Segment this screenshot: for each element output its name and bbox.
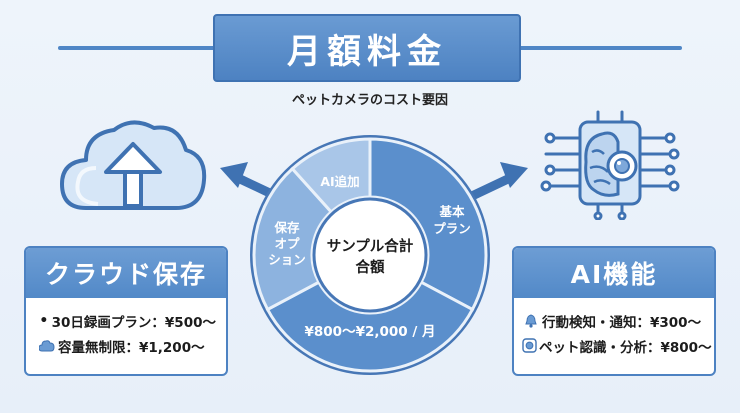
cloud-upload-icon — [60, 120, 207, 210]
center-label-line1: サンプル合計 — [327, 237, 414, 255]
ai-chip-icon — [540, 110, 680, 220]
ai-feature-panel: AI機能 行動検知・通知：¥300〜 ペット認識・分析：¥800〜 — [512, 246, 716, 376]
segment-label-basic-plan-line1: 基本 — [438, 204, 465, 219]
list-item: • 30日録画プラン：¥500〜 — [38, 308, 216, 333]
segment-ai-addon — [290, 137, 372, 215]
title-rule-left — [58, 46, 218, 50]
title-rule-right — [516, 46, 682, 50]
segment-label-basic-plan-line2: プラン — [433, 221, 471, 236]
cloud-plan-30day: 30日録画プラン：¥500〜 — [51, 314, 216, 331]
segment-label-storage-option-line2: オプ — [274, 236, 300, 251]
segment-label-price-range-line1: ¥800〜¥2,000 / 月 — [305, 324, 436, 340]
list-item: 行動検知・通知：¥300〜 — [522, 308, 704, 333]
cloud-storage-panel: クラウド保存 • 30日録画プラン：¥500〜 容量無制限：¥1,200〜 — [24, 246, 228, 376]
ai-feature-title: AI機能 — [514, 248, 714, 298]
arrow-to-ai-icon — [468, 162, 528, 201]
camera-scan-icon — [522, 338, 537, 353]
segment-price-range — [265, 280, 475, 373]
subtitle: ペットカメラのコスト要因 — [291, 93, 448, 108]
segment-storage-option — [252, 166, 334, 312]
ai-detect-notify: 行動検知・通知：¥300〜 — [542, 314, 702, 331]
list-item: ペット認識・分析：¥800〜 — [522, 333, 712, 358]
segment-label-ai-addon-line1: AI追加 — [320, 174, 359, 189]
page-title: 月額料金 — [213, 14, 521, 82]
segment-basic-plan — [368, 137, 488, 312]
ai-pet-recognition: ペット認識・分析：¥800〜 — [539, 339, 712, 356]
bell-icon — [522, 313, 540, 328]
segment-label-storage-option-line3: ション — [268, 252, 306, 267]
donut-segments — [252, 137, 488, 373]
segment-label-storage-option-line1: 保存 — [273, 220, 300, 235]
bullet-dot-icon: • — [39, 312, 49, 329]
page-title-text: 月額料金 — [287, 31, 447, 72]
donut-center — [312, 197, 428, 313]
list-item: 容量無制限：¥1,200〜 — [38, 333, 216, 358]
center-label-line2: 合額 — [355, 258, 385, 276]
cloud-storage-title: クラウド保存 — [26, 248, 226, 298]
cloud-icon — [38, 339, 56, 352]
cloud-plan-unlimited: 容量無制限：¥1,200〜 — [58, 339, 205, 356]
